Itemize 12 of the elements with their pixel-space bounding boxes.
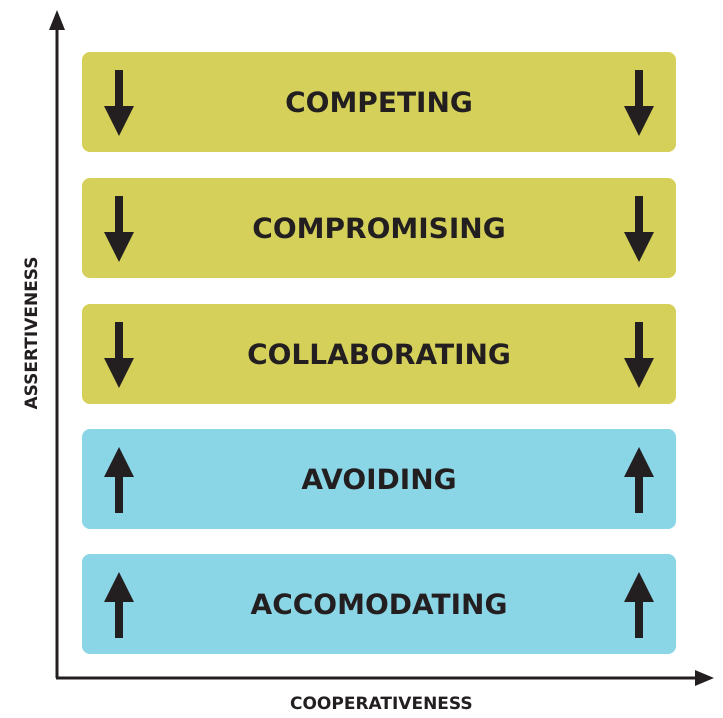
category-band — [82, 178, 676, 278]
category-band — [82, 52, 676, 152]
axis-label: ASSERTIVENESS — [22, 255, 42, 412]
category-band — [82, 429, 676, 529]
band-title: AVOIDING — [301, 462, 457, 496]
axis-label: COOPERATIVENESS — [290, 694, 473, 714]
category-band — [82, 554, 676, 654]
band-title: COLLABORATING — [247, 338, 511, 370]
category-band — [82, 304, 676, 404]
band-title: COMPETING — [285, 86, 473, 118]
band-title: COMPROMISING — [252, 212, 506, 244]
band-title: ACCOMODATING — [250, 588, 508, 620]
